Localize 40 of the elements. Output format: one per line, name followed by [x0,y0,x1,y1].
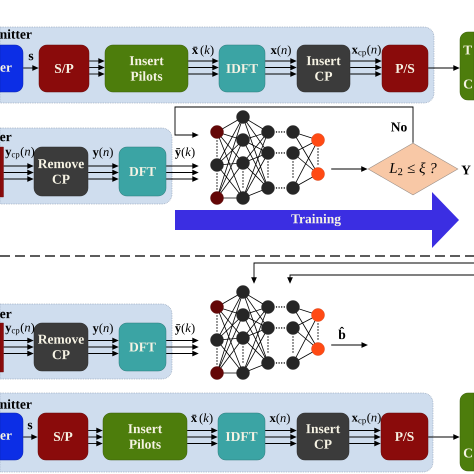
edge-label: ȳ(k) [174,323,195,335]
process-box: DFT [118,322,166,372]
process-box: DFT [118,146,166,196]
process-box: P/S [380,412,428,460]
edge-label: s [28,422,32,430]
edge-label: x(n) [270,413,290,425]
process-box: Insert CP [296,412,350,460]
process-box: S/P [38,44,90,92]
process-box: Insert CP [296,44,350,92]
process-box: IDFT [218,44,266,92]
edge-label: No [391,122,407,132]
process-box: C [460,392,474,472]
edge-label: x$_{cp}$(n) [352,44,381,58]
edge-label: ȳ(k) [174,147,195,159]
edge-label: y$_{cp}$(n) [5,146,34,160]
text-label: Y [461,166,471,174]
neural-network-drawing [210,110,325,205]
edge-label: x̄(k) [192,45,214,57]
process-box [0,146,4,198]
edge-label: x̄(k) [190,413,213,425]
process-box: Remove CP [34,322,88,372]
neural-network-drawing [210,285,325,380]
arrow [174,106,414,144]
process-box: er [0,412,24,460]
edge-label: x(n) [270,45,291,57]
edge-label: b̂ [338,326,346,340]
process-box: IDFT [218,412,266,460]
process-box: Remove CP [34,146,88,196]
process-box: P/S [382,44,428,92]
edge-label: s [28,54,34,60]
process-box: T C [460,32,474,100]
process-box: Insert Pilots [104,44,188,92]
edge-label: y(n) [92,147,113,159]
edge-label: y(n) [92,323,113,335]
edge-label: y$_{cp}$(n) [5,322,34,336]
process-box [0,322,4,372]
process-box: er [0,44,24,92]
process-box: S/P [38,412,88,460]
process-box: Insert Pilots [102,412,188,460]
edge-label: x$_{cp}$(n) [352,412,381,426]
